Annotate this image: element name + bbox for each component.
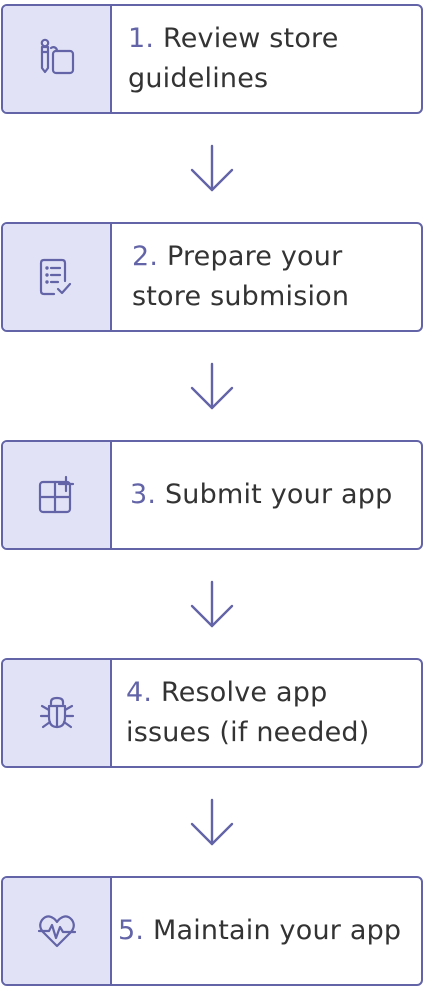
step-4-number: 4. (126, 677, 153, 708)
step-4-label: 4. Resolve app issues (if needed) (126, 673, 370, 753)
step-4-text-line2: issues (if needed) (126, 717, 370, 748)
step-2-label: 2. Prepare your store submision (132, 237, 349, 317)
arrow-down-icon (190, 362, 234, 410)
step-5-number: 5. (118, 915, 145, 946)
step-1-icon-cell (3, 6, 112, 112)
arrow-down-icon (190, 144, 234, 192)
step-5-text-cell: 5. Maintain your app (112, 878, 421, 984)
arrow-down-4 (188, 798, 236, 850)
step-1-text-line1: Review store (162, 23, 339, 54)
step-2-text-line2: store submision (132, 281, 350, 312)
step-4-box: 4. Resolve app issues (if needed) (1, 658, 423, 768)
step-4-text-line1: Resolve app (160, 677, 328, 708)
step-3-number: 3. (130, 479, 157, 510)
step-5-label: 5. Maintain your app (118, 911, 401, 951)
arrow-down-3 (188, 580, 236, 632)
arrow-down-2 (188, 362, 236, 414)
step-1-box: 1. Review store guidelines (1, 4, 423, 114)
step-2-text-line1: Prepare your (166, 241, 343, 272)
arrow-down-1 (188, 144, 236, 196)
heart-pulse-icon (37, 915, 76, 948)
guidelines-icon (40, 38, 74, 75)
step-3-text-cell: 3. Submit your app (112, 442, 421, 548)
step-2-icon-cell (3, 224, 112, 330)
step-1-label: 1. Review store guidelines (128, 19, 339, 99)
step-2-number: 2. (132, 241, 159, 272)
step-3-icon-cell (3, 442, 112, 548)
step-2-box: 2. Prepare your store submision (1, 222, 423, 332)
add-app-icon (38, 475, 74, 514)
arrow-down-icon (190, 798, 234, 846)
step-4-icon-cell (3, 660, 112, 766)
arrow-down-icon (190, 580, 234, 628)
step-3-box: 3. Submit your app (1, 440, 423, 550)
step-1-text-cell: 1. Review store guidelines (112, 6, 421, 112)
step-4-text-cell: 4. Resolve app issues (if needed) (112, 660, 421, 766)
step-5-icon-cell (3, 878, 112, 984)
step-1-number: 1. (128, 23, 155, 54)
checklist-icon (39, 258, 71, 296)
step-1-text-line2: guidelines (128, 63, 269, 94)
bug-icon (39, 696, 74, 729)
step-3-text-line1: Submit your app (164, 479, 393, 510)
step-5-text-line1: Maintain your app (152, 915, 402, 946)
step-5-box: 5. Maintain your app (1, 876, 423, 986)
step-2-text-cell: 2. Prepare your store submision (112, 224, 421, 330)
step-3-label: 3. Submit your app (130, 475, 392, 515)
